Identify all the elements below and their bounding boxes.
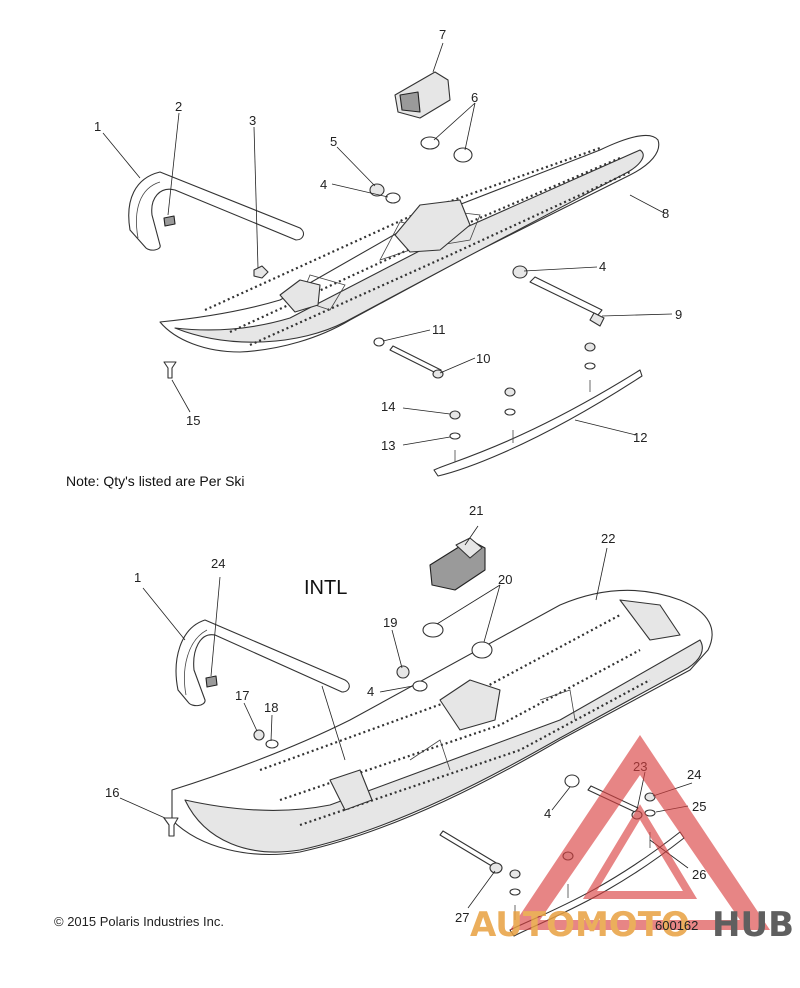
watermark-triangle: [510, 735, 770, 930]
wear-bar-top: [433, 369, 643, 477]
callout-18-bottom: 18: [264, 700, 278, 715]
callout-4-bottom-b: 4: [544, 806, 551, 821]
top-callouts: 1 2 3 4 4 5 6 7 8 9 10 11 12 13 14 15: [94, 27, 682, 453]
callout-5-top: 5: [330, 134, 337, 149]
callout-4-top-a: 4: [320, 177, 327, 192]
watermark-automoto: AUTOMOTO: [470, 905, 690, 945]
watermark-hub: HUB: [712, 905, 794, 945]
bottom-ski-assembly: [119, 525, 713, 937]
callout-1-top: 1: [94, 119, 101, 134]
callout-9-top: 9: [675, 307, 682, 322]
ski-handle-bottom: [175, 619, 350, 707]
ski-body-bottom: [171, 589, 713, 855]
callout-21-bottom: 21: [469, 503, 483, 518]
callout-19-bottom: 19: [383, 615, 397, 630]
top-ski-assembly: [102, 42, 673, 477]
callout-4-bottom-a: 4: [367, 684, 374, 699]
callout-2-top: 2: [175, 99, 182, 114]
callout-7-top: 7: [439, 27, 446, 42]
callout-20-bottom: 20: [498, 572, 512, 587]
figure-number: 600162: [655, 918, 698, 933]
callout-16-bottom: 16: [105, 785, 119, 800]
callout-10-top: 10: [476, 351, 490, 366]
callout-25-bottom: 25: [692, 799, 706, 814]
callout-6-top: 6: [471, 90, 478, 105]
callout-1-bottom: 1: [134, 570, 141, 585]
callout-14-top: 14: [381, 399, 395, 414]
callout-27-bottom: 27: [455, 910, 469, 925]
callout-3-top: 3: [249, 113, 256, 128]
callout-13-top: 13: [381, 438, 395, 453]
callout-22-bottom: 22: [601, 531, 615, 546]
callout-17-bottom: 17: [235, 688, 249, 703]
callout-8-top: 8: [662, 206, 669, 221]
copyright-text: © 2015 Polaris Industries Inc.: [54, 914, 224, 929]
callout-11-top: 11: [432, 322, 446, 337]
callout-26-bottom: 26: [692, 867, 706, 882]
ski-handle-top: [128, 171, 305, 251]
callout-24-bottom-b: 24: [687, 767, 701, 782]
callout-24-bottom-a: 24: [211, 556, 225, 571]
callout-4-top-b: 4: [599, 259, 606, 274]
automotohub-watermark: AUTOMOTO HUB: [470, 735, 794, 945]
callout-12-top: 12: [633, 430, 647, 445]
callout-15-top: 15: [186, 413, 200, 428]
intl-label: INTL: [304, 577, 347, 599]
note-text: Note: Qty's listed are Per Ski: [66, 473, 245, 489]
